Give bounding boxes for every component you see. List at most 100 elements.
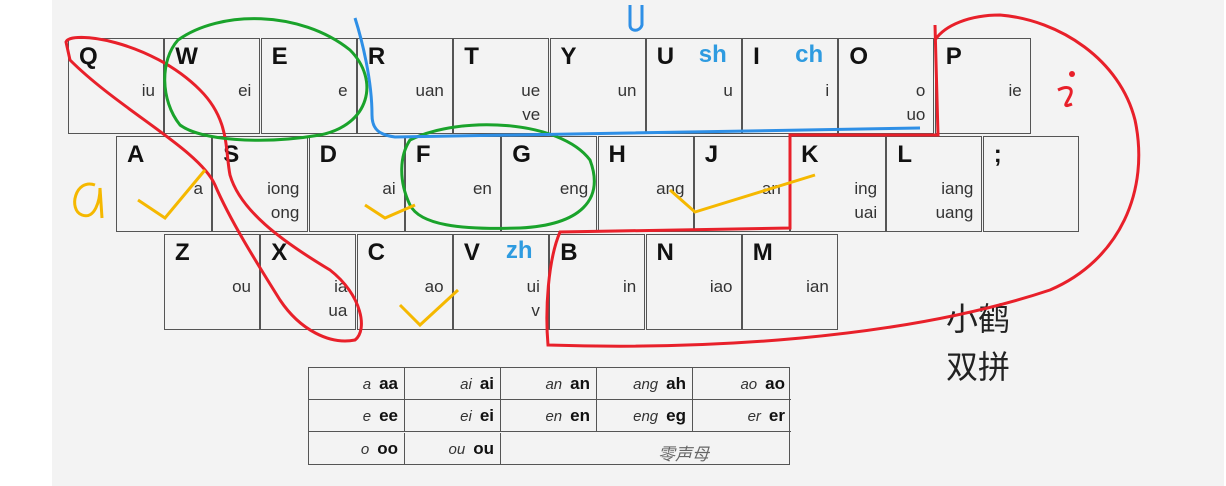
key-final: ui: [526, 277, 540, 296]
zero-initial-code: an: [570, 374, 590, 393]
key-final: u: [723, 81, 733, 100]
key-final: iu: [141, 81, 155, 100]
key-final: uo: [906, 105, 926, 124]
zero-initial-code: ah: [666, 374, 686, 393]
red-i-dot: [1069, 71, 1075, 77]
key-final: e: [338, 81, 348, 100]
zero-initial-code: er: [768, 406, 785, 426]
key-letter: I: [753, 43, 760, 70]
key-final: uai: [854, 203, 878, 222]
key-final: iong: [267, 179, 300, 198]
green-loop-fg: [400, 123, 596, 230]
key-final: i: [825, 81, 830, 100]
zero-initial-code: ou: [473, 438, 494, 458]
key-letter: L: [897, 141, 913, 168]
key-final: ai: [382, 179, 396, 198]
key-final: ue: [521, 81, 541, 100]
key-letter: P: [945, 43, 962, 70]
zero-initial-final: e: [362, 408, 372, 426]
key-final: ing: [854, 179, 878, 198]
key-final: uan: [415, 81, 444, 100]
orange-check-d: [364, 203, 416, 220]
orange-check-a: [137, 169, 207, 220]
key-final: ve: [522, 105, 541, 124]
key-letter: B: [560, 239, 578, 266]
key-final: eng: [559, 179, 589, 198]
key-final: ong: [270, 203, 300, 222]
zero-initial-final: ou: [448, 440, 466, 458]
key-final: o: [915, 81, 926, 100]
orange-a-mark: [73, 182, 104, 219]
key-letter: R: [367, 43, 386, 70]
zero-initial-code: en: [570, 406, 590, 426]
key-letter: W: [175, 43, 198, 70]
key-letter: J: [704, 141, 719, 168]
zero-initial-final: ei: [460, 408, 472, 426]
zero-initial-final: o: [360, 440, 370, 458]
key-letter: C: [367, 239, 385, 266]
key-letter: K: [801, 141, 819, 168]
zero-initial-code: ei: [479, 406, 494, 426]
red-i-mark: [1057, 86, 1073, 108]
red-loop-right: [545, 13, 1141, 348]
key-letter: T: [464, 43, 479, 70]
key-letter: D: [319, 141, 337, 168]
key-final: iang: [941, 179, 974, 198]
key-letter: N: [656, 239, 674, 266]
zero-initial-final: en: [545, 408, 563, 426]
key-final: a: [193, 179, 203, 198]
key-initial: zh: [505, 237, 533, 264]
key-initial: ch: [795, 41, 824, 68]
key-letter: Z: [175, 239, 190, 266]
key-final: un: [617, 81, 637, 100]
orange-check-hj: [669, 173, 816, 214]
key-letter: ;: [993, 141, 1002, 168]
key-final: ang: [656, 179, 685, 198]
key-final: ian: [806, 277, 829, 296]
zero-initial-code: ee: [379, 406, 398, 426]
key-letter: Q: [79, 43, 98, 70]
zero-initial-final: ang: [633, 376, 659, 393]
green-loop-we: [163, 17, 369, 142]
key-final: ou: [232, 277, 251, 296]
key-letter: H: [608, 141, 626, 168]
zero-initial-final: an: [545, 376, 563, 393]
key-letter: V: [463, 239, 480, 266]
blue-line: [353, 17, 921, 139]
key-final: v: [531, 301, 540, 320]
zero-initial-code: aa: [379, 374, 398, 393]
key-final: in: [622, 277, 637, 296]
zero-initial-final: ai: [460, 376, 472, 393]
brand-line-2: 双拼: [946, 348, 1011, 386]
red-loop-qax: [64, 35, 363, 343]
zero-initial-final: ao: [740, 376, 758, 393]
key-final: ei: [238, 81, 252, 100]
key-letter: U: [656, 43, 675, 70]
zero-initial-final: er: [747, 408, 761, 426]
